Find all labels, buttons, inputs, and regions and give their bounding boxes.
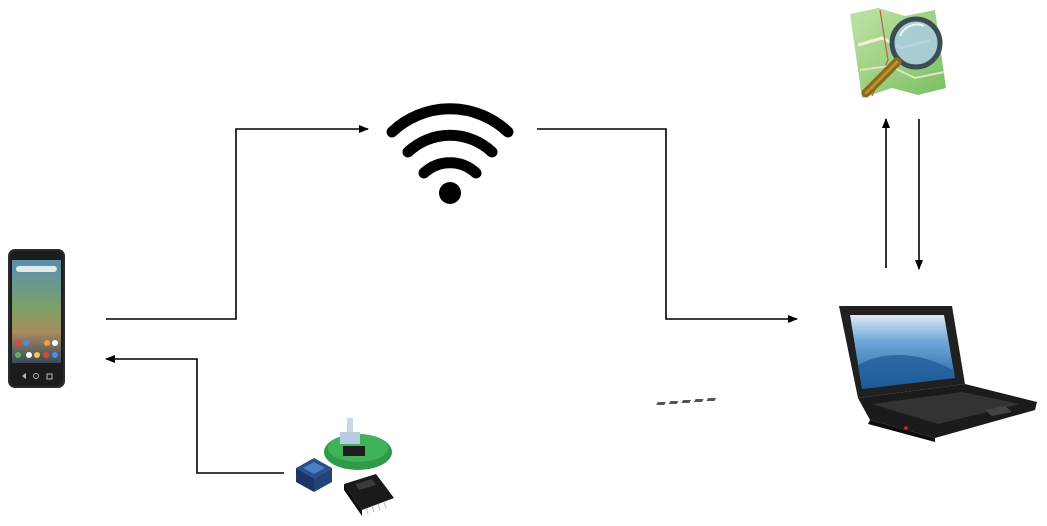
edge-sensor-to-phone <box>106 359 284 473</box>
edge-phone-to-wifi <box>106 129 368 319</box>
sensor-chips-icon <box>296 418 394 516</box>
connectors <box>106 119 919 473</box>
edge-wifi-to-laptop <box>537 129 797 319</box>
smartphone-icon <box>8 249 65 388</box>
map-search-icon <box>850 8 946 98</box>
wifi-icon <box>392 109 508 204</box>
laptop-icon <box>656 306 1037 442</box>
